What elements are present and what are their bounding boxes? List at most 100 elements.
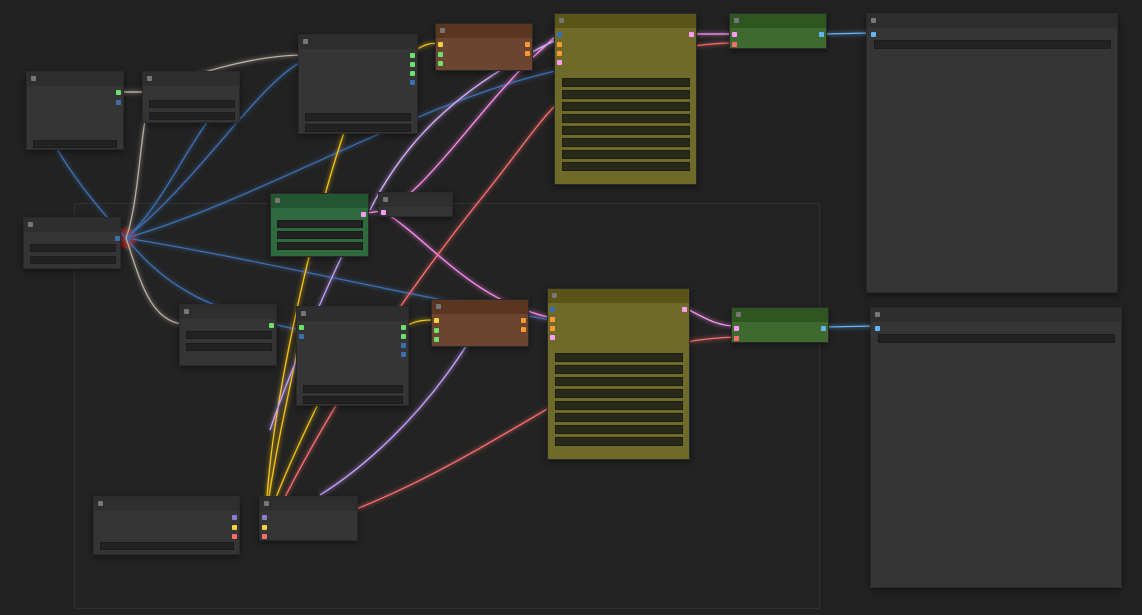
input-slot[interactable]: [557, 32, 562, 37]
node-widget-field[interactable]: [555, 365, 683, 374]
node-model-reroute[interactable]: [23, 217, 121, 269]
node-checkpoint-loader[interactable]: [93, 496, 240, 555]
node-widget-field[interactable]: [555, 425, 683, 434]
input-slot[interactable]: [557, 60, 562, 65]
node-widget-field[interactable]: [555, 353, 683, 362]
input-slot[interactable]: [557, 42, 562, 47]
output-slot[interactable]: [682, 307, 687, 312]
node-sampler-lower[interactable]: [547, 288, 690, 460]
collapse-toggle-icon[interactable]: [264, 501, 269, 506]
node-widget-field[interactable]: [562, 114, 690, 123]
node-widget-field[interactable]: [562, 150, 690, 159]
node-widget-field[interactable]: [33, 140, 117, 148]
collapse-toggle-icon[interactable]: [875, 312, 880, 317]
node-widget-field[interactable]: [562, 90, 690, 99]
node-widget-field[interactable]: [874, 40, 1111, 49]
node-header[interactable]: [548, 289, 689, 303]
node-widget-field[interactable]: [555, 437, 683, 446]
node-header[interactable]: [260, 497, 357, 511]
input-slot[interactable]: [550, 326, 555, 331]
output-slot[interactable]: [232, 534, 237, 539]
output-slot[interactable]: [410, 80, 415, 85]
node-widget-field[interactable]: [149, 112, 235, 120]
node-header[interactable]: [867, 14, 1117, 28]
node-header[interactable]: [94, 497, 239, 511]
node-widget-field[interactable]: [303, 385, 403, 393]
collapse-toggle-icon[interactable]: [559, 18, 564, 23]
collapse-toggle-icon[interactable]: [301, 311, 306, 316]
node-header[interactable]: [180, 305, 276, 319]
node-checkpoint-reroute[interactable]: [259, 496, 358, 541]
collapse-toggle-icon[interactable]: [552, 293, 557, 298]
input-slot[interactable]: [381, 210, 386, 215]
output-slot[interactable]: [689, 32, 694, 37]
output-slot[interactable]: [410, 53, 415, 58]
output-slot[interactable]: [410, 71, 415, 76]
collapse-toggle-icon[interactable]: [440, 28, 445, 33]
node-settings[interactable]: [142, 71, 240, 123]
node-widget-field[interactable]: [555, 389, 683, 398]
node-header[interactable]: [143, 72, 239, 86]
node-widget-field[interactable]: [555, 377, 683, 386]
output-slot[interactable]: [401, 352, 406, 357]
input-slot[interactable]: [875, 326, 880, 331]
node-widget-field[interactable]: [878, 334, 1115, 343]
node-header[interactable]: [555, 14, 696, 28]
collapse-toggle-icon[interactable]: [98, 501, 103, 506]
collapse-toggle-icon[interactable]: [871, 18, 876, 23]
input-slot[interactable]: [732, 42, 737, 47]
node-widget-field[interactable]: [186, 343, 272, 351]
collapse-toggle-icon[interactable]: [184, 309, 189, 314]
node-header[interactable]: [297, 307, 408, 321]
node-header[interactable]: [24, 218, 120, 232]
input-slot[interactable]: [262, 525, 267, 530]
node-model-loader[interactable]: [26, 71, 124, 150]
node-settings-lower[interactable]: [179, 304, 277, 366]
output-slot[interactable]: [410, 62, 415, 67]
input-slot[interactable]: [438, 52, 443, 57]
collapse-toggle-icon[interactable]: [734, 18, 739, 23]
output-slot[interactable]: [525, 51, 530, 56]
node-widget-field[interactable]: [555, 413, 683, 422]
input-slot[interactable]: [434, 337, 439, 342]
node-header[interactable]: [432, 300, 528, 314]
output-slot[interactable]: [232, 515, 237, 520]
node-widget-field[interactable]: [305, 113, 411, 121]
collapse-toggle-icon[interactable]: [436, 304, 441, 309]
collapse-toggle-icon[interactable]: [736, 312, 741, 317]
input-slot[interactable]: [434, 328, 439, 333]
node-widget-field[interactable]: [562, 138, 690, 147]
node-latent-reroute[interactable]: [378, 192, 453, 217]
node-widget-field[interactable]: [277, 220, 363, 228]
input-slot[interactable]: [871, 32, 876, 37]
input-slot[interactable]: [299, 325, 304, 330]
node-encoder-top[interactable]: [435, 23, 533, 71]
input-slot[interactable]: [262, 515, 267, 520]
node-widget-field[interactable]: [100, 542, 234, 550]
node-widget-field[interactable]: [30, 244, 116, 252]
output-slot[interactable]: [401, 334, 406, 339]
collapse-toggle-icon[interactable]: [28, 222, 33, 227]
node-header[interactable]: [871, 308, 1121, 322]
output-slot[interactable]: [116, 90, 121, 95]
node-encoder-lower[interactable]: [431, 299, 529, 347]
node-widget-field[interactable]: [30, 256, 116, 264]
input-slot[interactable]: [732, 32, 737, 37]
input-slot[interactable]: [557, 51, 562, 56]
node-decoder-top[interactable]: [729, 13, 827, 49]
node-widget-field[interactable]: [186, 331, 272, 339]
input-slot[interactable]: [438, 42, 443, 47]
node-header[interactable]: [436, 24, 532, 38]
node-widget-field[interactable]: [303, 396, 403, 404]
output-slot[interactable]: [361, 212, 366, 217]
output-slot[interactable]: [821, 326, 826, 331]
node-header[interactable]: [730, 14, 826, 28]
output-slot[interactable]: [521, 318, 526, 323]
input-slot[interactable]: [438, 61, 443, 66]
node-header[interactable]: [27, 72, 123, 86]
node-image-preview-top[interactable]: [866, 13, 1118, 293]
node-widget-field[interactable]: [555, 401, 683, 410]
output-slot[interactable]: [401, 343, 406, 348]
node-widget-field[interactable]: [149, 100, 235, 108]
